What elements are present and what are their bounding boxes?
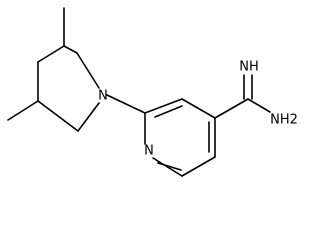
bond-py-c6-c5: [181, 156, 216, 177]
bond-c6-n1: [76, 52, 100, 89]
bond-c5-c6: [63, 45, 78, 54]
bond-n1-c2: [77, 102, 100, 132]
bond-py-n-c6: [152, 157, 183, 177]
bond-py-c4-c3: [181, 98, 216, 119]
bond-c3-methyl: [7, 100, 39, 121]
bond-py-c2-c3-inner: [154, 105, 183, 118]
pyridine-nitrogen-label: N: [144, 144, 154, 159]
bond-c4-amidine-c: [214, 98, 249, 119]
bond-c2-c3: [37, 100, 79, 132]
bond-py-c3-c2: [144, 98, 183, 114]
imine-nh-label: NH: [239, 60, 259, 75]
bond-c4-c5: [37, 45, 65, 63]
atom-labels: N N NH NH2: [98, 60, 298, 159]
bond-n1-py-c2: [106, 94, 146, 114]
bonds: [7, 7, 271, 177]
piperidine-nitrogen-label: N: [98, 89, 108, 104]
bond-amidine-c-nh2: [247, 98, 271, 113]
structure-diagram: N N NH NH2: [7, 7, 298, 177]
bond-py-n-c6-inner: [157, 162, 182, 171]
amine-nh2-label: NH2: [270, 113, 298, 128]
